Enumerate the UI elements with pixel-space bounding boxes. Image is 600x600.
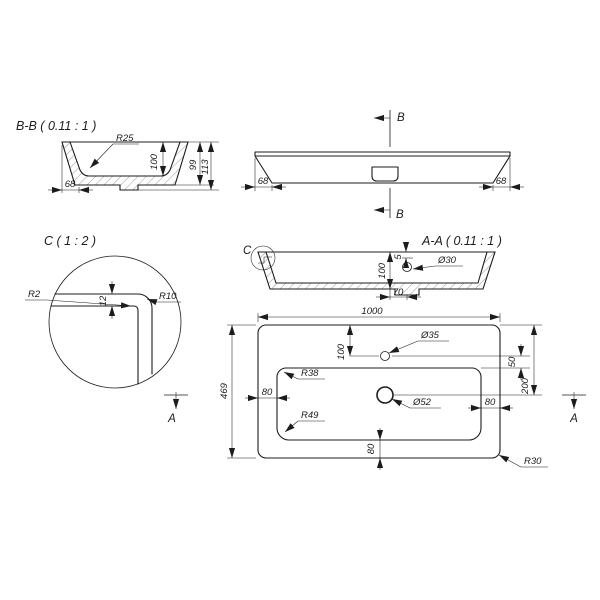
cut-label-b-bottom: B <box>396 209 404 221</box>
section-aa-title: A-A ( 0.11 : 1 ) <box>421 234 502 248</box>
dim-dia35: Ø35 <box>420 330 440 341</box>
section-bb-title: B-B ( 0.11 : 1 ) <box>16 119 96 133</box>
dia35-leader-arrow <box>388 340 419 354</box>
dim-12: 12 <box>98 295 109 306</box>
drain-hole <box>376 386 394 404</box>
plan-outer-outline <box>257 324 501 459</box>
dim-100-aa: 100 <box>377 262 388 279</box>
dim-dia30: Ø30 <box>437 255 457 266</box>
dim-70: 70 <box>393 287 404 298</box>
plan-469-ext <box>227 324 256 459</box>
dim-99: 99 <box>188 159 199 170</box>
cut-label-a-left: A <box>167 413 176 425</box>
front-view: B B 68 68 <box>241 110 524 221</box>
cut-label-b-top: B <box>397 112 405 124</box>
detail-boundary-circle <box>48 255 182 389</box>
dim-68-bb: 68 <box>65 179 76 190</box>
dim-200: 200 <box>520 377 531 395</box>
dim-100-bb: 100 <box>149 153 160 170</box>
detail-c-indicator-circle <box>250 245 276 271</box>
detail-c-indicator-label: C <box>243 245 252 257</box>
plan-basin-outline <box>276 367 482 441</box>
dim-r10: R10 <box>159 291 177 302</box>
section-bb-view: B-B ( 0.11 : 1 ) R25 100 99 113 68 <box>16 119 219 194</box>
r38-leader-arrow <box>283 371 299 380</box>
dim-5: 5 <box>393 254 404 260</box>
dim-80-right: 80 <box>485 397 496 408</box>
front-view-outline <box>254 151 511 184</box>
detail-c-view: C ( 1 : 2 ) 12 R2 R10 <box>25 234 182 389</box>
dim-r38: R38 <box>301 368 319 379</box>
dim-r25: R25 <box>116 133 134 144</box>
section-aa-view: A-A ( 0.11 : 1 ) C 100 5 Ø30 70 <box>243 234 502 301</box>
dim-r2: R2 <box>28 289 41 300</box>
r30-leader-arrow <box>498 454 522 468</box>
dim-80-bottom: 80 <box>366 443 377 454</box>
r10-leader-arrow <box>146 298 158 306</box>
dim-r49: R49 <box>301 410 319 421</box>
detail-outer-profile <box>54 293 153 375</box>
dim-dia52: Ø52 <box>412 397 432 408</box>
faucet-hole <box>380 351 390 361</box>
r2-leader-arrow <box>46 299 132 309</box>
dim-50: 50 <box>507 356 518 367</box>
dim-100-plan: 100 <box>336 343 347 360</box>
dim-80-left: 80 <box>262 387 273 398</box>
detail-inner-profile <box>50 305 139 385</box>
dim-469: 469 <box>219 382 230 399</box>
dia52-leader-arrow <box>391 398 411 409</box>
detail-c-title: C ( 1 : 2 ) <box>44 234 96 248</box>
dim-r30: R30 <box>524 456 542 467</box>
plan-view: 1000 469 100 50 200 R38 R49 Ø35 Ø52 <box>164 306 586 470</box>
section-aa-profile <box>257 251 496 296</box>
section-bb-profile <box>61 141 189 191</box>
cut-label-a-right: A <box>569 413 578 425</box>
front-view-drain-tab <box>371 166 399 182</box>
dim-68-left: 68 <box>258 176 269 187</box>
dim-1000: 1000 <box>361 306 383 317</box>
dia30-leader-arrow <box>412 264 436 271</box>
dim-113: 113 <box>200 159 211 175</box>
r49-leader-arrow <box>284 420 299 433</box>
front-ext-lines <box>254 158 511 191</box>
aa-rim-hook <box>258 256 272 264</box>
dim-68-right: 68 <box>496 176 507 187</box>
r25-leader-arrow <box>89 143 114 169</box>
overflow-hole <box>402 262 412 272</box>
